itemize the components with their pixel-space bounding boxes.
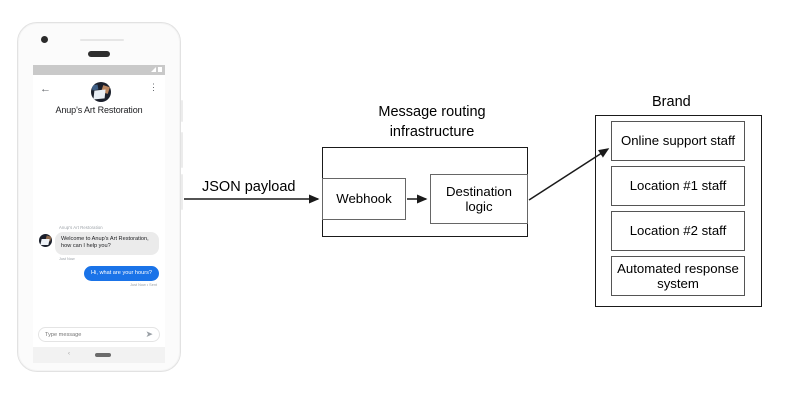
message-input[interactable] <box>45 331 146 338</box>
brand-title: Brand <box>652 94 691 110</box>
android-nav-bar: ‹ <box>33 347 165 363</box>
incoming-message-bubble: Welcome to Anup's Art Restoration, how c… <box>55 231 159 255</box>
webhook-box[interactable]: Webhook <box>322 178 406 220</box>
outgoing-message-row: Hi, what are your hours? <box>39 265 159 281</box>
chat-message-list: Anup's Art Restoration Welcome to Anup's… <box>33 133 165 309</box>
incoming-message-row: Welcome to Anup's Art Restoration, how c… <box>39 231 159 255</box>
front-camera-icon <box>41 36 48 43</box>
phone-top-line <box>80 39 124 41</box>
outgoing-message-status: Just Now • Sent <box>130 283 157 287</box>
incoming-message-sender: Anup's Art Restoration <box>59 225 103 230</box>
nav-back-icon[interactable]: ‹ <box>68 351 70 357</box>
chat-header: ← ⋮ Anup's Art Restoration <box>33 75 165 133</box>
nav-home-pill-icon[interactable] <box>95 353 111 357</box>
brand-item-online-support-staff[interactable]: Online support staff <box>611 121 745 161</box>
message-avatar-icon <box>39 233 52 247</box>
infrastructure-title: Message routing infrastructure <box>378 104 486 140</box>
status-bar-icons <box>151 67 162 72</box>
phone-screen: ← ⋮ Anup's Art Restoration Anup's Art Re… <box>33 75 165 347</box>
earpiece-speaker-icon <box>88 51 110 57</box>
battery-icon <box>158 67 162 72</box>
phone-side-button-3[interactable] <box>181 174 183 210</box>
phone-side-button-2[interactable] <box>181 132 183 168</box>
incoming-message-time: Just Now <box>59 256 75 261</box>
phone-mockup: ← ⋮ Anup's Art Restoration Anup's Art Re… <box>17 22 183 372</box>
chat-brand-name: Anup's Art Restoration <box>55 105 143 115</box>
back-arrow-icon[interactable]: ← <box>40 83 51 95</box>
status-bar <box>33 65 165 75</box>
brand-item-location-1-staff[interactable]: Location #1 staff <box>611 166 745 206</box>
brand-item-location-2-staff[interactable]: Location #2 staff <box>611 211 745 251</box>
outgoing-message-bubble: Hi, what are your hours? <box>84 265 159 281</box>
send-icon[interactable]: ➤ <box>145 329 153 339</box>
brand-avatar-icon <box>91 82 111 102</box>
signal-bars-icon <box>151 67 156 72</box>
message-composer[interactable]: ➤ <box>38 327 160 342</box>
phone-side-button-1[interactable] <box>181 100 183 122</box>
destination-logic-box[interactable]: Destination logic <box>430 174 528 224</box>
brand-item-automated-response-system[interactable]: Automated response system <box>611 256 745 296</box>
chat-messages: Anup's Art Restoration Welcome to Anup's… <box>39 225 159 287</box>
json-payload-label: JSON payload <box>202 179 296 195</box>
kebab-menu-icon[interactable]: ⋮ <box>149 82 158 92</box>
